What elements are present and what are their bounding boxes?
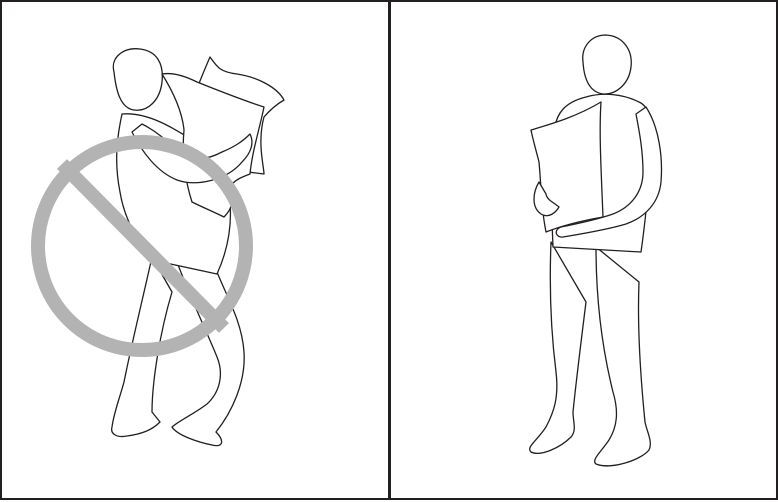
incorrect-carry-illustration [2, 2, 392, 502]
incorrect-carry-panel [0, 0, 390, 500]
person-head [583, 35, 632, 94]
person-left-leg [530, 242, 586, 453]
correct-carry-illustration [391, 2, 776, 502]
correct-carry-panel [388, 0, 778, 500]
person-right-leg [595, 247, 651, 466]
person-head [113, 49, 162, 110]
